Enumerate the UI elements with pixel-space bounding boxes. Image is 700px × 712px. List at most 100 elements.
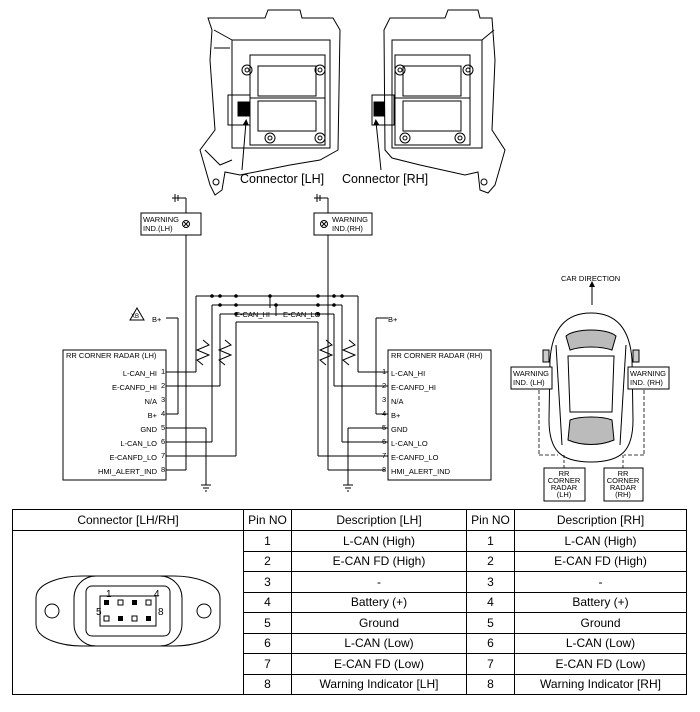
face-pin4-label: 4 [154,589,160,600]
pin-no-rh: 6 [466,632,515,654]
radar-module-rh-drawing [371,9,506,194]
schematic-wires [62,194,492,492]
rh-pin-labels: L-CAN_HI1E-CANFD_HI2N/A3B+4GND5L-CAN_LO6… [382,367,451,476]
description-rh: L-CAN (High) [514,530,687,552]
warning-rh-line2: IND.(RH) [332,224,363,233]
pin-no-rh: 5 [466,612,515,634]
car-warn-lh-line2: IND. (LH) [513,378,545,387]
car-radar-rh-line3: RADAR [610,483,637,492]
pin-no-lh: 2 [243,550,292,572]
description-lh: E-CAN FD (Low) [291,653,467,675]
radar-lh-title: RR CORNER RADAR (LH) [66,351,157,360]
rh-pin-label: HMI_ALERT_IND [391,467,451,476]
radar-module-lh-drawing [199,9,341,196]
header-description-rh: Description [RH] [514,509,687,531]
rh-pin-label: N/A [391,397,404,406]
lh-pin-number: 2 [161,381,165,390]
description-rh: E-CAN FD (High) [514,550,687,572]
car-radar-lh-line2: CORNER [548,476,581,485]
lh-pin-label: E-CANFD_HI [112,383,157,392]
connector-rh-label: Connector [RH] [342,172,428,186]
lh-pin-number: 4 [161,409,165,418]
lh-pin-label: L-CAN_LO [120,439,157,448]
ecan-hi-label: E-CAN_HI [235,310,270,319]
warning-lh-line2: IND.(LH) [143,224,173,233]
rh-pin-number: 8 [382,465,386,474]
pin-table: Connector [LH/RH] Pin NO Description [LH… [12,509,687,695]
rh-bplus-label: B+ [388,315,398,324]
car-radar-lh-line4: (LH) [557,490,572,499]
pin-no-rh: 2 [466,550,515,572]
ecan-lo-label: E-CAN_LO [283,310,321,319]
pin-no-lh: 8 [243,673,292,695]
radar-rh-title: RR CORNER RADAR (RH) [391,351,483,360]
description-lh: L-CAN (High) [291,530,467,552]
rh-pin-number: 2 [382,381,386,390]
description-lh: Warning Indicator [LH] [291,673,467,695]
pin-no-rh: 1 [466,530,515,552]
pin-no-rh: 4 [466,591,515,613]
lh-pin-number: 8 [161,465,165,474]
table-row: 3-3- [13,571,687,593]
car-top-view: CAR DIRECTION WARNING IND. (LH) WARNING … [510,274,670,502]
lh-pin-number: 7 [161,451,165,460]
rh-pin-number: 4 [382,409,386,418]
car-radar-lh-line1: RR [559,469,570,478]
car-radar-lh-line3: RADAR [551,483,578,492]
car-warn-rh-line2: IND. (RH) [630,378,663,387]
pin-no-rh: 3 [466,571,515,593]
face-pin5-label: 5 [96,607,102,618]
description-lh: Battery (+) [291,591,467,613]
description-rh: Warning Indicator [RH] [514,673,687,695]
lh-pin-label: GND [140,425,157,434]
car-radar-rh-line1: RR [618,469,629,478]
description-rh: L-CAN (Low) [514,632,687,654]
rh-pin-number: 6 [382,437,386,446]
description-lh: L-CAN (Low) [291,632,467,654]
rh-pin-number: 3 [382,395,386,404]
junction-dots [210,294,344,316]
face-pin8-label: 8 [158,607,164,618]
lh-pin-label: N/A [144,397,157,406]
car-warn-lh-line1: WARNING [513,369,549,378]
description-rh: - [514,571,687,593]
lh-pin-label: E-CANFD_LO [109,453,157,462]
warning-lh-line1: WARNING [143,215,179,224]
pin-no-lh: 1 [243,530,292,552]
pin-no-lh: 3 [243,571,292,593]
pin-no-lh: 6 [243,632,292,654]
lh-pin-label: B+ [148,411,158,420]
lh-pin-number: 6 [161,437,165,446]
description-rh: E-CAN FD (Low) [514,653,687,675]
rh-pin-label: B+ [391,411,401,420]
rh-pin-label: L-CAN_HI [391,369,425,378]
wiring-diagram: Connector [LH] Connector [RH] [62,9,670,502]
rh-pin-label: E-CANFD_HI [391,383,436,392]
description-lh: E-CAN FD (High) [291,550,467,572]
pin-no-lh: 5 [243,612,292,634]
pin-no-lh: 4 [243,591,292,613]
car-warn-rh-line1: WARNING [630,369,666,378]
warning-rh-line1: WARNING [332,215,368,224]
description-lh: - [291,571,467,593]
lh-pin-label: L-CAN_HI [123,369,157,378]
rh-pin-label: GND [391,425,408,434]
lh-pin-number: 5 [161,423,165,432]
rh-pin-label: E-CANFD_LO [391,453,439,462]
connector-lh-label: Connector [LH] [240,172,324,186]
car-radar-rh-line2: CORNER [607,476,640,485]
lh-pin-number: 1 [161,367,165,376]
rh-pin-label: L-CAN_LO [391,439,428,448]
lh-pin-number: 3 [161,395,165,404]
rh-pin-number: 7 [382,451,386,460]
header-description-lh: Description [LH] [291,509,467,531]
